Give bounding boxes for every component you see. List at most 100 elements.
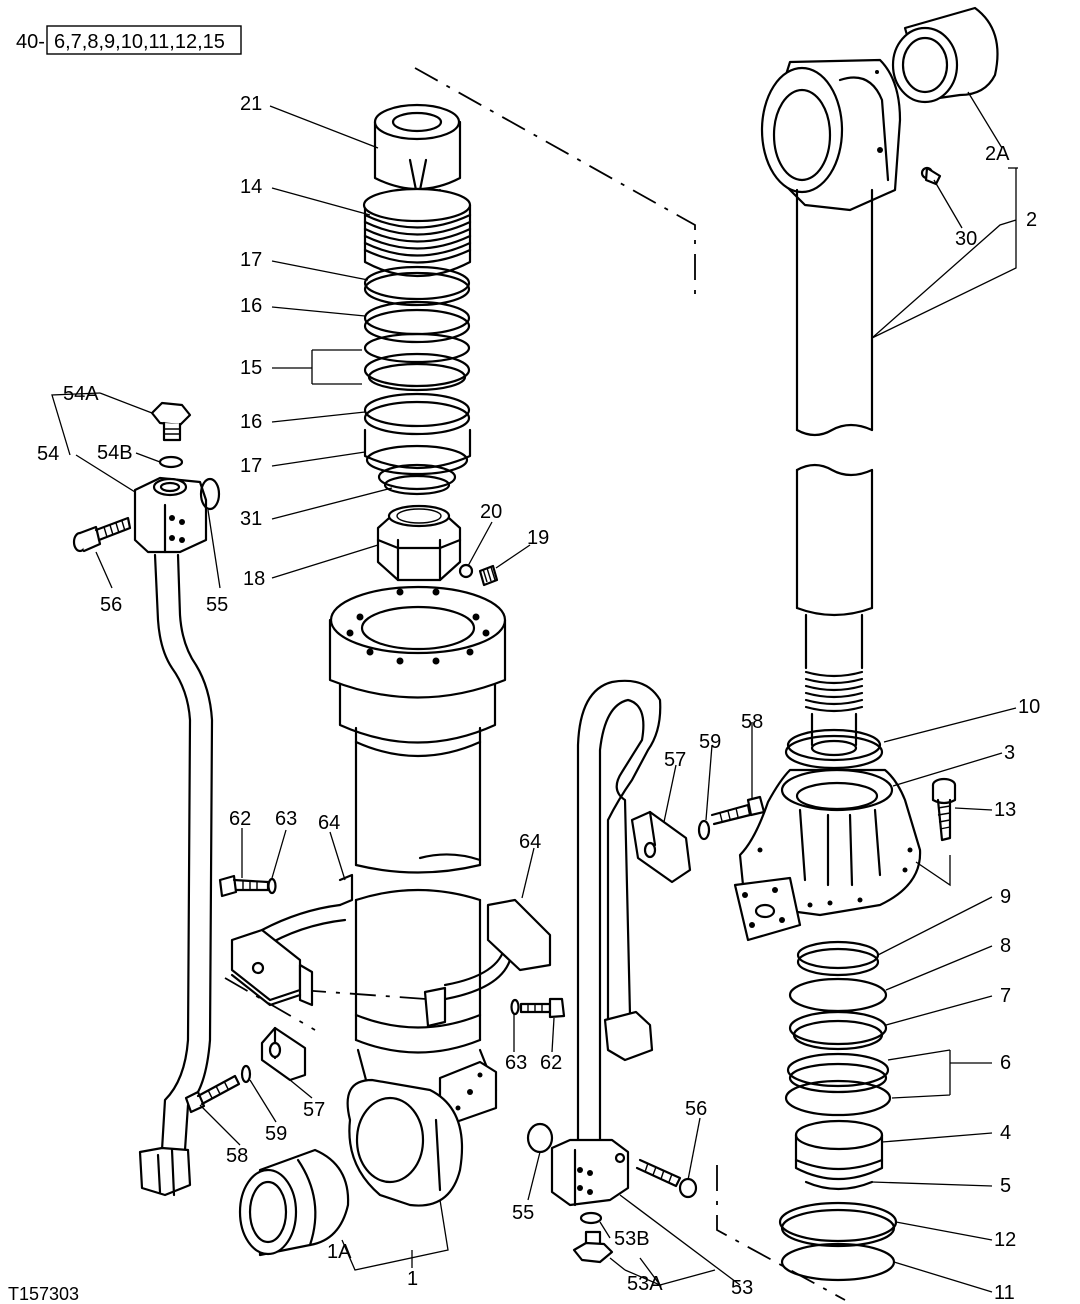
part-57-cushion-right [630,810,692,884]
callout-16-lower: 16 [240,411,262,433]
part-21-piston-nut [373,103,462,218]
callout-3: 3 [1004,742,1015,764]
part-58-bolt-right [710,795,766,826]
callout-11: 11 [994,1282,1015,1304]
part-53-pipe-block [550,1138,630,1207]
part-2-rod [760,58,902,757]
part-7-seal [788,1010,888,1051]
callout-14: 14 [240,176,262,198]
part-62-bolt-lower [519,997,566,1019]
callout-16-upper: 16 [240,295,262,317]
part-9-seal [796,940,880,977]
part-57-cushion-left [260,1026,307,1082]
callout-2a: 2A [985,143,1010,165]
part-59-washer-right [697,819,711,841]
part-1-cylinder-barrel [328,585,507,1207]
callout-54: 54 [37,443,59,465]
callout-63-upper: 63 [275,808,297,830]
callout-56-left: 56 [100,594,122,616]
callout-1: 1 [407,1268,418,1290]
header-boxed-refs: 6,7,8,9,10,11,12,15 [54,31,225,53]
callout-1a: 1A [327,1241,352,1263]
callout-4: 4 [1000,1122,1011,1144]
callout-64-left: 64 [318,812,340,834]
callout-10: 10 [1018,696,1040,718]
part-55-o-ring [199,477,221,511]
callout-63-lower: 63 [505,1052,527,1074]
callout-58-right: 58 [741,711,763,733]
part-8-seal [788,977,888,1013]
callout-18: 18 [243,568,265,590]
header-box [46,25,242,55]
part-53b-o-ring [579,1211,603,1225]
part-12-ring [778,1201,898,1248]
callout-53: 53 [731,1277,753,1299]
callout-7: 7 [1000,985,1011,1007]
header-reference: 40- 6,7,8,9,10,11,12,15 [16,25,242,55]
callout-2: 2 [1026,209,1037,231]
callout-62-upper: 62 [229,808,251,830]
part-55b-o-ring [526,1122,554,1154]
part-30-grease-fitting [920,166,942,186]
callout-17-lower: 17 [240,455,262,477]
callout-19: 19 [527,527,549,549]
part-1a-bushing [238,1148,350,1257]
part-19-set-screw [478,564,499,587]
part-56-socket-screw [72,516,132,553]
callout-8: 8 [1000,935,1011,957]
callout-53a: 53A [627,1273,663,1295]
callout-64-right: 64 [519,831,541,853]
part-53a-plug [572,1230,614,1264]
right-hydraulic-pipe [576,679,662,1142]
callout-58-left: 58 [226,1145,248,1167]
part-6-seals [784,1052,892,1117]
callout-13: 13 [994,799,1016,821]
callout-55-right: 55 [512,1202,534,1224]
callout-59-left: 59 [265,1123,287,1145]
callout-54b: 54B [97,442,133,464]
callout-59-right: 59 [699,731,721,753]
callout-5: 5 [1000,1175,1011,1197]
callout-55-left: 55 [206,594,228,616]
callout-57-left: 57 [303,1099,325,1121]
leader-lines [51,91,1018,1293]
part-56b-socket-screw [635,1158,698,1199]
part-54b-o-ring [158,455,184,469]
callout-57-right: 57 [664,749,686,771]
callout-31: 31 [240,508,262,530]
callout-6: 6 [1000,1052,1011,1074]
part-5-snap-ring [804,1180,874,1191]
part-11-ring [780,1242,896,1282]
part-10-wear-ring [784,728,884,770]
part-20-ball [458,563,474,579]
part-63-washer-lower [510,998,520,1016]
left-hydraulic-pipe [138,553,214,1197]
callout-56-right: 56 [685,1098,707,1120]
callout-53b: 53B [614,1228,650,1250]
part-14-piston [362,187,472,277]
header-prefix: 40- [16,31,45,53]
part-64-clamp-left [230,873,354,1007]
part-63-washer-upper [267,877,277,895]
callout-9: 9 [1000,886,1011,908]
part-13-socket-screw [931,777,957,842]
callout-12: 12 [994,1229,1016,1251]
part-18-nut [376,504,462,582]
callout-17-upper: 17 [240,249,262,271]
part-59-washer-left [240,1064,252,1084]
callout-62-lower: 62 [540,1052,562,1074]
callout-54a: 54A [63,383,99,405]
part-64-clamp-right [423,898,552,1028]
part-62-bolt-upper [218,874,270,898]
callout-21: 21 [240,93,262,115]
figure-id: T157303 [8,1284,79,1304]
callout-labels: 21 14 17 16 15 16 17 31 20 19 18 54A 54B… [8,93,1040,1304]
callout-20: 20 [480,501,502,523]
callout-15: 15 [240,357,262,379]
part-54a-plug [150,401,192,442]
part-58-bolt-left [184,1074,241,1114]
part-4-bushing [794,1119,884,1181]
callout-30: 30 [955,228,977,250]
part-54-pipe-block [133,476,208,554]
